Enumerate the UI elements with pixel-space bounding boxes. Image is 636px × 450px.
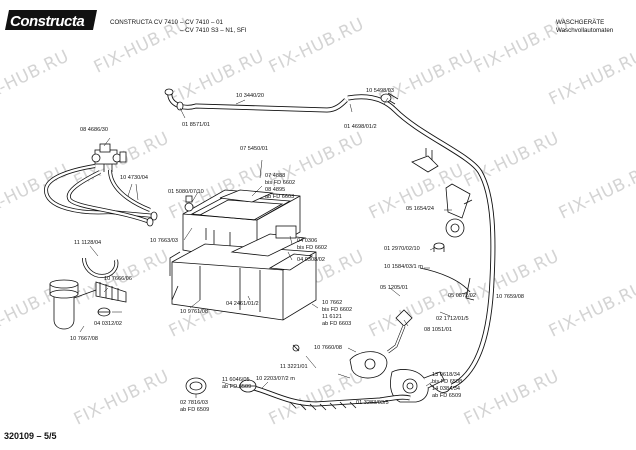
brand-model: CONSTRUCTA CV 7410 — [110, 19, 178, 26]
inlet-valve — [91, 143, 127, 172]
part-label: 10 5498/03 — [366, 88, 394, 94]
constructa-logo — [5, 10, 97, 30]
part-label: 02 1712/01/5 — [436, 316, 469, 322]
model-variant-2: – CV 7410 S3 – N1, SFI — [180, 27, 247, 34]
category-subtitle: Waschvollautomaten — [556, 27, 614, 34]
part-label: 08 4895 — [265, 187, 286, 193]
part-label: 10 7663/03 — [150, 238, 178, 244]
part-label: 14 0384/34 — [432, 386, 460, 392]
part-label: 10 7659/08 — [496, 294, 524, 300]
part-label: 11 1128/04 — [74, 240, 102, 246]
part-label: 04 0308/02 — [297, 257, 325, 263]
part-label: 07 4888 — [265, 173, 286, 179]
part-label: 10 7662 — [322, 300, 343, 306]
part-label: 04 0306 — [297, 238, 318, 244]
part-label: 04 0312/02 — [94, 321, 122, 327]
part-label: 02 7816/03 — [180, 400, 208, 406]
bottom-drain-hose — [239, 379, 411, 411]
part-label: bis FD 6602 — [322, 307, 353, 313]
part-label: 01 4698/01/2 — [344, 124, 377, 130]
part-label: ab FD 6509 — [180, 407, 210, 413]
part-label: 11 6121 — [322, 314, 342, 320]
valve-hoses — [43, 164, 158, 227]
part-label: 10 1584/03/1 m — [384, 264, 423, 270]
part-label: 10 7667/08 — [70, 336, 98, 342]
part-label: 04 2461/01/2 — [226, 301, 259, 307]
part-label: 10 7666/06 — [104, 276, 132, 282]
part-label: 10 7660/08 — [314, 345, 342, 351]
upper-hose — [164, 88, 348, 113]
part-label: bis FD 6602 — [297, 245, 328, 251]
part-label: 11 3221/01 — [280, 364, 308, 370]
part-label: 01 8571/01 — [182, 122, 210, 128]
part-label: ab FD 6603 — [265, 194, 295, 200]
part-label: 07 5450/01 — [240, 146, 268, 152]
siphon-trap — [49, 257, 127, 330]
part-label: 05 1205/01 — [380, 285, 408, 291]
right-hose-loop — [347, 92, 496, 389]
part-label: 01 2970/02/10 — [384, 246, 420, 252]
part-label: ab FD 6509 — [222, 384, 252, 390]
pressure-switch — [445, 183, 473, 238]
leader-lines — [79, 97, 469, 398]
part-label: 08 1051/01 — [424, 327, 452, 333]
model-variant-1: – CV 7410 – 01 — [180, 19, 224, 26]
part-label: ab FD 6603 — [322, 321, 352, 327]
part-label: bis FD 6602 — [265, 180, 296, 186]
part-label: 01 3283/03/5 — [356, 400, 389, 406]
seal-ring — [185, 377, 207, 395]
part-label: 10 3440/20 — [236, 93, 264, 99]
part-label: 10 2203/07/2 m — [256, 376, 295, 382]
part-label: 08 4686/30 — [80, 127, 108, 133]
part-label: 05 1654/24 — [406, 206, 434, 212]
part-label: 05 0872/02 — [448, 293, 476, 299]
part-label: 10 9761/08 — [180, 309, 208, 315]
hose-clip — [411, 148, 439, 173]
category-title: WASCHGERÄTE — [556, 19, 605, 26]
part-label: 13 0618/34 — [432, 372, 460, 378]
part-label: 11 6046/05 — [222, 377, 250, 383]
part-label: bis FD 6508 — [432, 379, 463, 385]
part-label: 01 5080/07/10 — [168, 189, 204, 195]
level-tube — [419, 242, 475, 301]
logo-text: Constructa — [10, 13, 85, 30]
dispenser-housing — [169, 225, 317, 352]
part-label: 10 4730/04 — [120, 175, 148, 181]
part-label: ab FD 6509 — [432, 393, 462, 399]
page-number: 320109 – 5/5 — [4, 431, 57, 441]
